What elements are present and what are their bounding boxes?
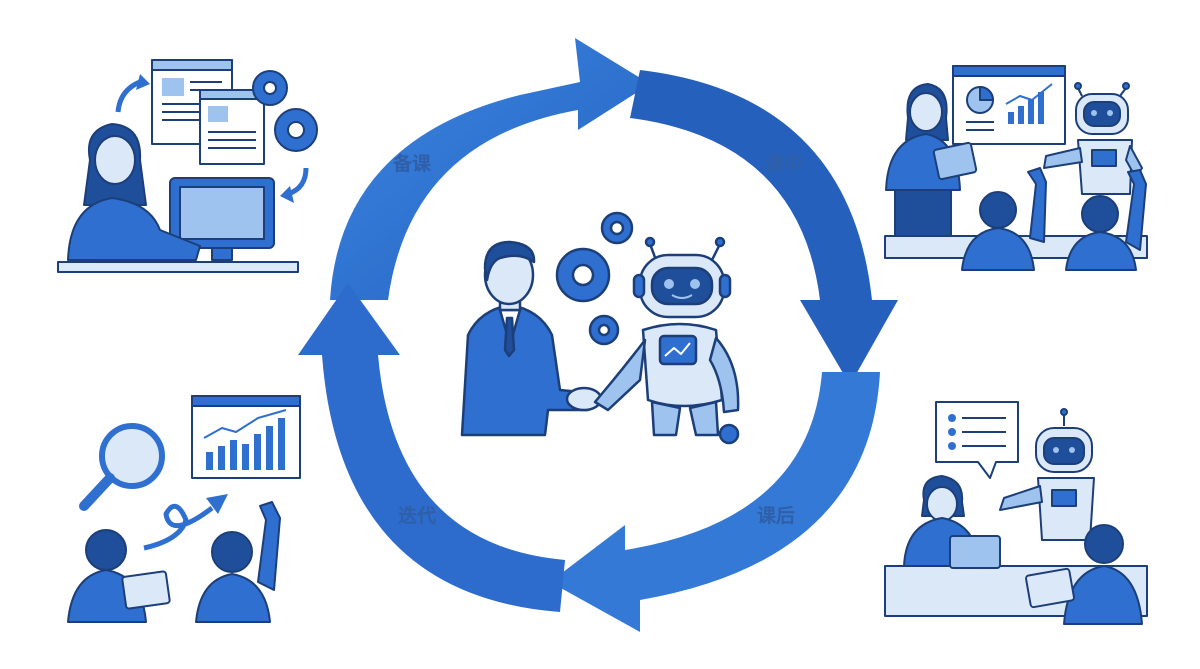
student-figure <box>67 529 171 623</box>
robot-figure <box>999 408 1095 541</box>
speech-bubble-icon <box>935 401 1019 479</box>
gear-icon <box>252 70 318 152</box>
scene-in-class <box>884 65 1148 271</box>
cycle-arrow-prep <box>330 38 650 300</box>
tablet-icon <box>932 141 978 181</box>
bar-chart-icon <box>206 418 285 470</box>
student-figure <box>1025 524 1143 625</box>
stage-label-after-class: 课后 <box>757 505 795 527</box>
cycle-arrow-after-class <box>550 372 880 632</box>
stage-label-in-class: 课中 <box>765 152 803 175</box>
stage-label-prep: 备课 <box>392 152 432 175</box>
bar-chart-icon <box>1008 92 1044 124</box>
magnifier-icon <box>79 423 165 511</box>
gear-icon <box>555 211 634 346</box>
center-collaboration <box>460 211 740 445</box>
student-figure <box>1065 169 1147 271</box>
robot-figure <box>1043 82 1143 195</box>
scene-prep <box>57 59 318 273</box>
tablet-icon <box>121 570 171 610</box>
trend-arrow-icon <box>143 503 214 551</box>
stage-label-iterate: 迭代 <box>398 505 436 527</box>
student-figure <box>195 501 281 623</box>
scene-iterate <box>67 395 301 623</box>
tablet-icon <box>1025 567 1075 609</box>
document-icon <box>199 89 265 165</box>
scene-after-class <box>884 401 1148 625</box>
cycle-ring <box>298 38 898 632</box>
laptop-icon <box>949 535 1001 569</box>
teacher-figure <box>885 83 978 237</box>
cycle-arrow-iterate <box>298 283 565 612</box>
robot-figure <box>593 236 740 445</box>
cycle-arrow-in-class <box>630 70 898 385</box>
student-figure <box>961 167 1047 271</box>
teacher-figure <box>67 123 201 261</box>
curved-arrow-icon <box>115 79 142 113</box>
student-figure <box>903 475 1001 569</box>
